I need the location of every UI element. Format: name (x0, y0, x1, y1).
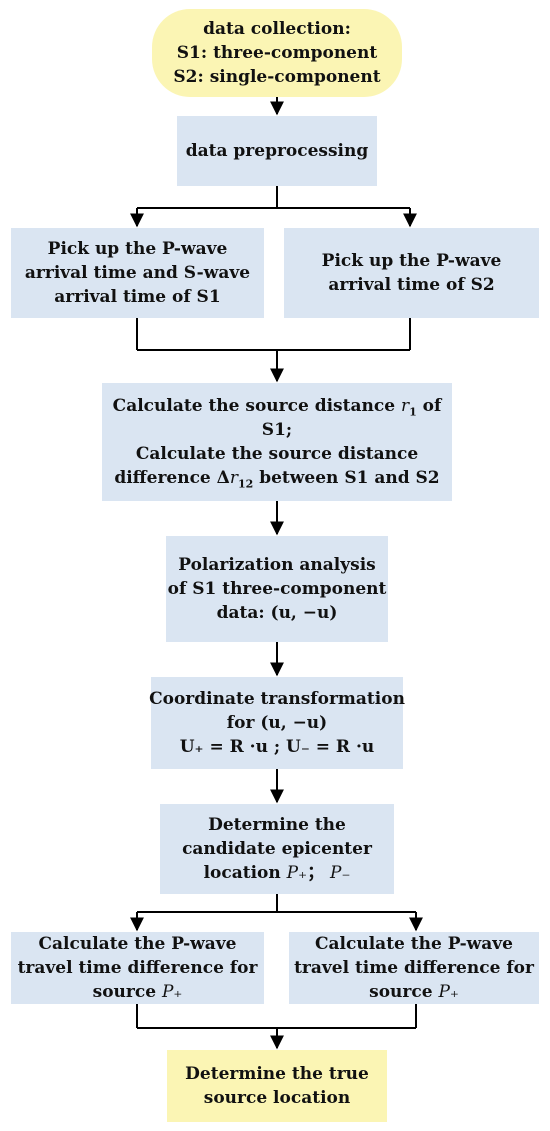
travel-right-p-symbol: P₊ (438, 982, 459, 1002)
source-distance-line3: Calculate the source distance (135, 444, 419, 464)
travel-left-p-symbol: P₊ (161, 982, 183, 1002)
data-collection-node: data collection: S1: three-component S2:… (152, 9, 402, 97)
source-distance-line4-text: difference Δ (114, 468, 230, 488)
dr-symbol: r (229, 468, 238, 488)
travel-time-left-node: Calculate the P-wave travel time differe… (11, 932, 264, 1004)
source-distance-line2: S1; (261, 420, 293, 440)
epicenter-line1: Determine the (208, 815, 346, 835)
true-location-line2: source location (203, 1088, 351, 1108)
preprocessing-node: data preprocessing (177, 116, 377, 186)
pick-s2-line2: arrival time of S2 (328, 275, 495, 295)
travel-right-line1: Calculate the P-wave (315, 934, 513, 954)
epicenter-line3: location P₊； P₋ (182, 861, 372, 885)
travel-right-line3: source P₊ (294, 980, 534, 1004)
dr-subscript: 12 (238, 477, 254, 491)
coordinate-node: Coordinate transformation for (u, −u) U₊… (149, 677, 405, 769)
p-minus-symbol: P₋ (330, 863, 351, 883)
polarization-line2: of S1 three-component (167, 579, 387, 599)
travel-left-line2: travel time difference for (17, 958, 258, 978)
travel-right-line2: travel time difference for (294, 958, 534, 978)
p-plus-symbol: P₊ (286, 863, 308, 883)
pick-s2-line1: Pick up the P-wave (321, 251, 502, 271)
travel-left-line3-text: source (92, 982, 162, 1002)
r-symbol: r (400, 396, 410, 416)
data-collection-s2: S2: single-component (173, 67, 381, 87)
travel-left-line3: source P₊ (18, 980, 258, 1004)
source-distance-line1-text: Calculate the source distance (112, 396, 401, 416)
true-location-line1: Determine the true (185, 1064, 369, 1084)
epicenter-separator: ； (307, 863, 330, 883)
preprocessing-label: data preprocessing (185, 141, 369, 161)
r-subscript: 1 (409, 405, 417, 419)
pick-s1-node: Pick up the P-wave arrival time and S-wa… (11, 228, 264, 318)
coordinate-line1: Coordinate transformation (149, 689, 405, 709)
travel-left-line1: Calculate the P-wave (38, 934, 237, 954)
epicenter-node: Determine the candidate epicenter locati… (160, 804, 394, 894)
source-distance-node: Calculate the source distance r1 of S1; … (102, 383, 452, 501)
epicenter-line3-text: location (203, 863, 287, 883)
pick-s1-line3: arrival time of S1 (54, 287, 221, 307)
coordinate-line3: U₊ = R ·u ; U₋ = R ·u (179, 737, 375, 757)
true-location-node: Determine the true source location (167, 1050, 387, 1122)
polarization-line3: data: (u, −u) (216, 603, 338, 623)
travel-right-line3-text: source (369, 982, 439, 1002)
pick-s1-line2: arrival time and S-wave (24, 263, 251, 283)
pick-s1-line1: Pick up the P-wave (47, 239, 228, 259)
source-distance-line1-end: of (416, 396, 442, 416)
pick-s2-node: Pick up the P-wave arrival time of S2 (284, 228, 539, 318)
polarization-line1: Polarization analysis (178, 555, 376, 575)
data-collection-title: data collection: (203, 19, 351, 39)
coordinate-line2: for (u, −u) (226, 713, 328, 733)
data-collection-s1: S1: three-component (176, 43, 378, 63)
source-distance-line4: difference Δr12 between S1 and S2 (113, 466, 442, 490)
source-distance-line1: Calculate the source distance r1 of (113, 394, 442, 418)
polarization-node: Polarization analysis of S1 three-compon… (166, 536, 388, 642)
epicenter-line2: candidate epicenter (182, 839, 372, 859)
source-distance-line4-end: between S1 and S2 (253, 468, 440, 488)
travel-time-right-node: Calculate the P-wave travel time differe… (289, 932, 539, 1004)
